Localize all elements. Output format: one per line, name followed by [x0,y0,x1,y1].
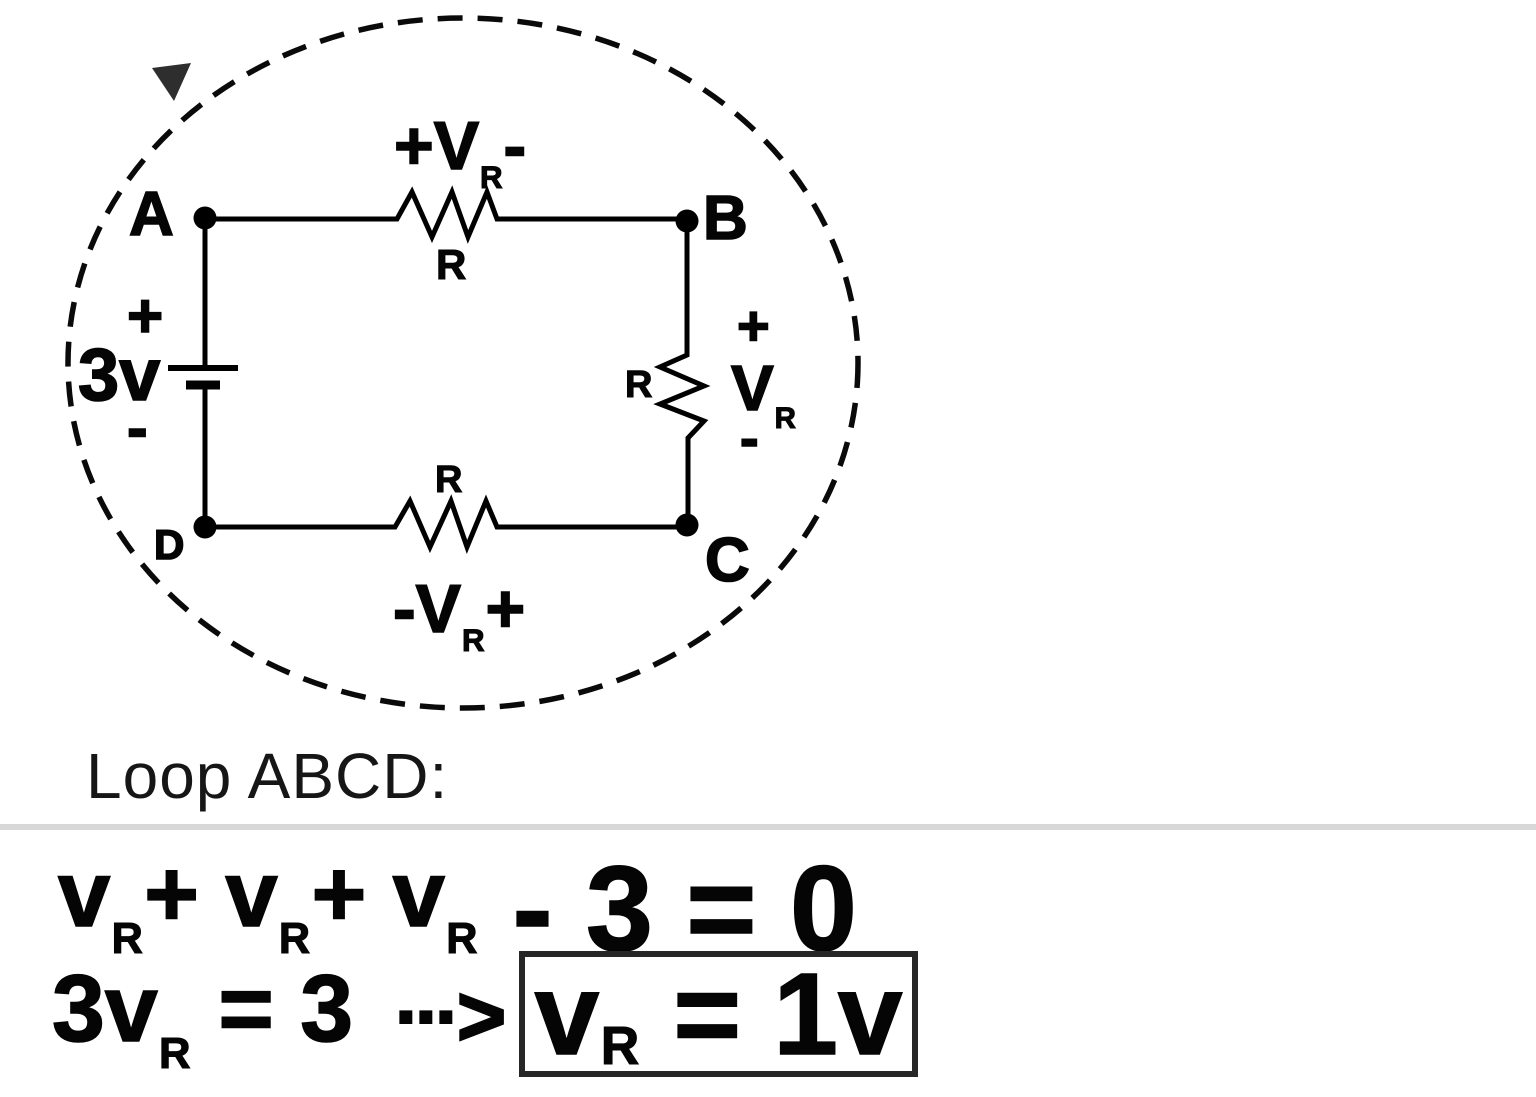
implies-arrow: ··· > [394,972,515,1060]
right-resistor-name: R [624,364,653,406]
loop-direction-arrowhead [152,63,191,101]
kvl-loop-dashed-ellipse [65,15,861,711]
section-divider [0,824,1536,830]
kvl-equation-line2: 3vR= 3 [51,961,354,1076]
subscript-token: R [479,160,503,196]
loop-caption: Loop ABCD: [86,740,449,812]
subscript-token: R [111,914,143,963]
wire-right-resistor [653,221,711,525]
wire-bottom-resistor [205,494,687,555]
bottom-resistor-name: R [434,459,463,501]
wire-top-resistor [205,185,687,244]
right-resistor-voltage-label: VR [730,355,797,434]
right-resistor-minus-sign: - [739,406,759,469]
node-dot-c [675,513,699,537]
node-label-c: C [704,526,750,595]
node-label-a: A [128,180,174,249]
token: V [433,108,480,184]
node-dot-b [675,209,699,233]
node-label-d: D [153,521,185,568]
right-resistor-plus-sign: + [736,294,770,357]
kvl-equation-line1: vR+vR+vR- 3 = 0 [57,825,857,970]
node-label-b: B [702,184,748,253]
battery-plus-sign: + [126,282,164,351]
token: - [392,571,416,647]
token: = 1v [673,949,904,1079]
token: V [730,352,774,424]
token: - [503,108,527,184]
token: + [485,571,526,647]
subscript-token: R [446,914,478,963]
token: = 3 [218,956,354,1062]
circuit-diagram [65,15,861,711]
subscript-token: R [461,623,485,659]
token: - 3 = 0 [512,842,858,977]
subscript-token: R [774,402,796,436]
subscript-token: R [158,1029,191,1079]
node-dot-d [193,515,217,539]
arrow-head-icon: > [456,969,508,1063]
token: v [225,841,279,946]
battery-voltage-value: 3v [77,333,161,416]
token: V [415,571,462,647]
arrow-dots: ··· [394,972,462,1060]
token: + [393,108,434,184]
node-dot-a [193,206,217,230]
token: + [143,841,200,946]
top-resistor-name: R [435,241,467,288]
token: v [534,949,600,1079]
subscript-token: R [600,1017,640,1077]
top-resistor-voltage-label: +VR- [393,111,527,194]
token: 3v [51,956,158,1062]
battery-minus-sign: - [126,394,148,463]
token: v [392,841,446,946]
bottom-resistor-voltage-label: -VR+ [392,574,526,657]
token: + [311,841,368,946]
subscript-token: R [278,914,311,963]
token: v [57,841,111,946]
